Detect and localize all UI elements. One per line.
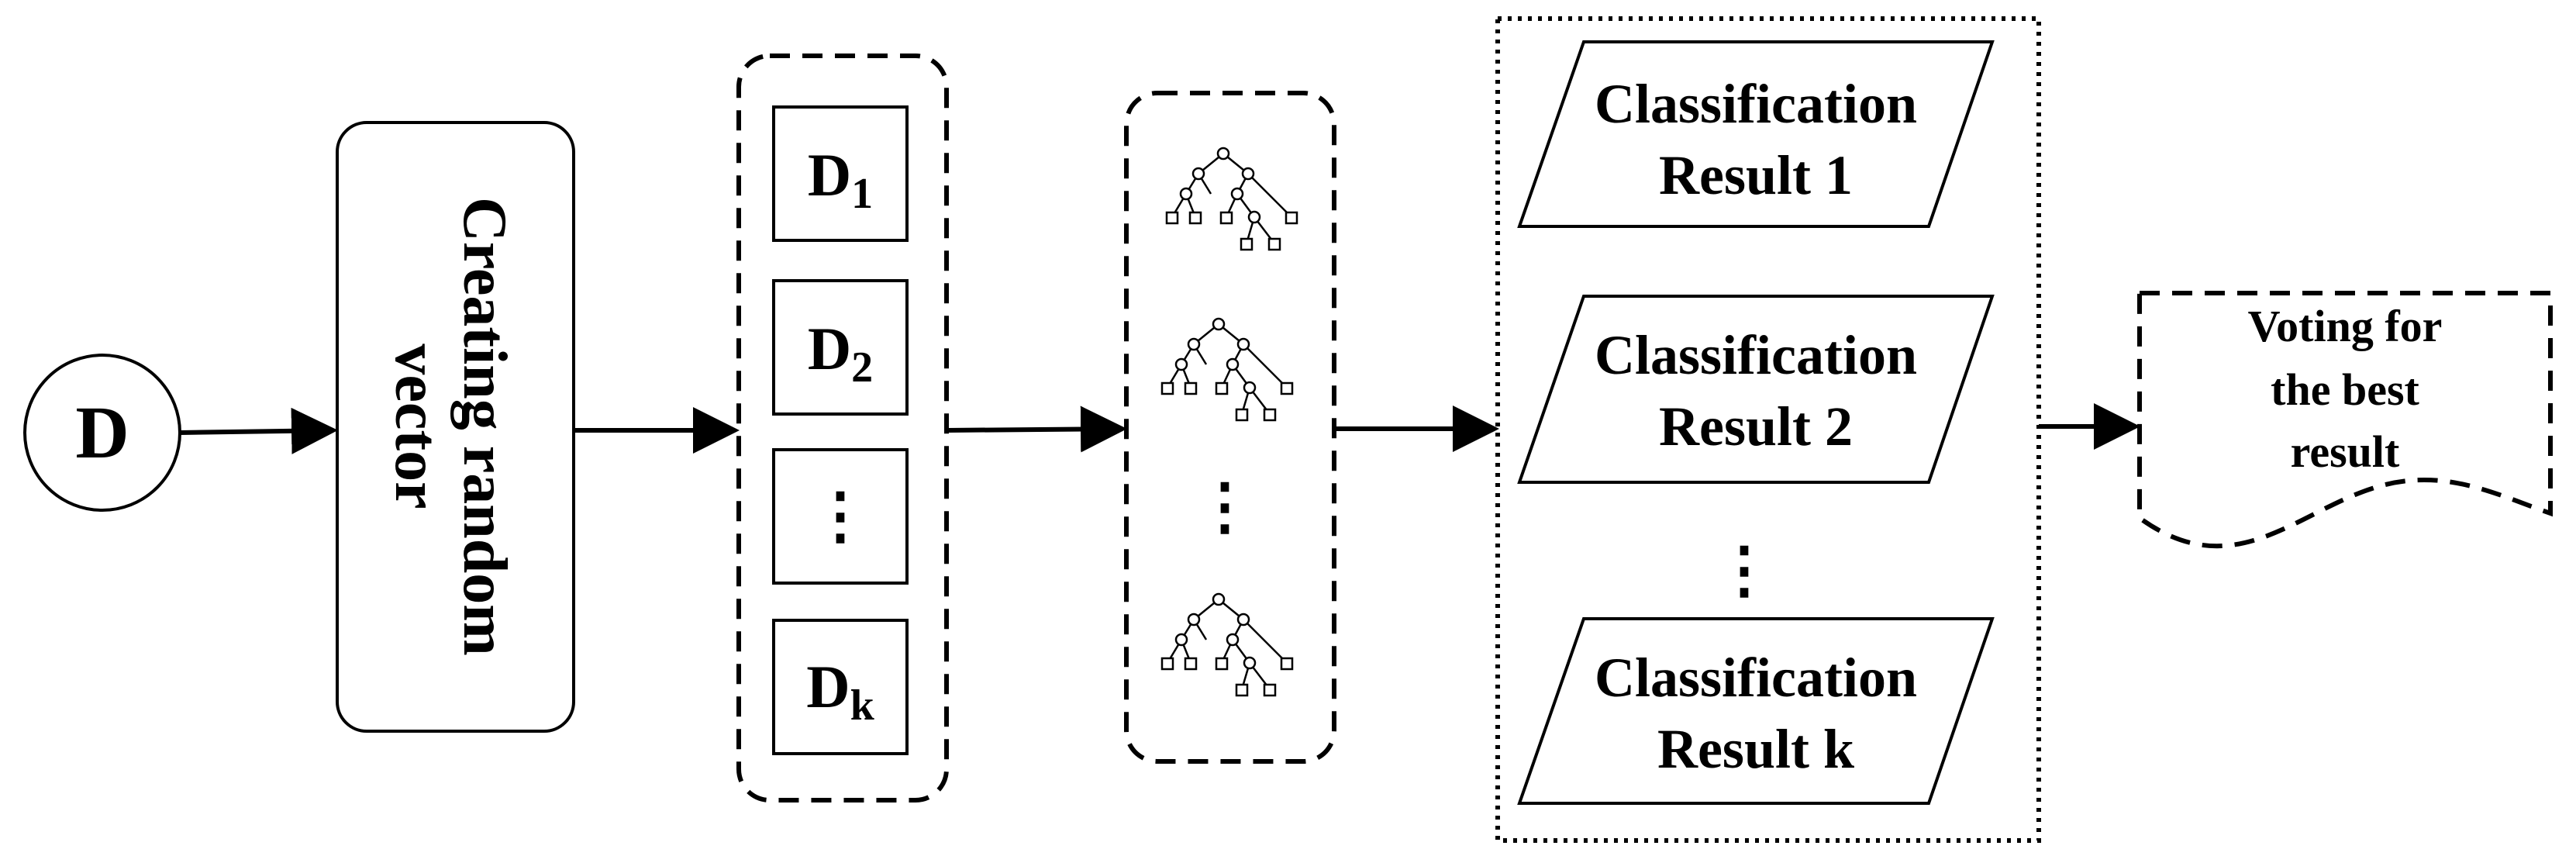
output-line2: the best (2271, 364, 2419, 415)
output-node: Voting for the best result (2137, 291, 2553, 549)
result-2-line1: Classification (1595, 324, 1917, 386)
result-2: Classification Result 2 (1517, 295, 1995, 484)
subset-d1: D1 (772, 105, 909, 242)
subset-d1-label: D1 (808, 141, 873, 218)
input-node: D (23, 354, 181, 512)
input-label: D (75, 391, 129, 474)
tree-icon (1165, 147, 1298, 251)
subset-dk: Dk (772, 619, 909, 755)
result-1-line2: Result 1 (1659, 144, 1853, 206)
result-k-line2: Result k (1657, 718, 1854, 780)
step1-label-line2: vector (382, 343, 450, 509)
arrow-subsets-to-trees (946, 406, 1127, 453)
result-1: Classification Result 1 (1517, 40, 1995, 228)
step1-node: Creating random vector (336, 121, 575, 733)
result-2-line2: Result 2 (1659, 395, 1853, 457)
subset-ellipsis: ⋮ (772, 448, 909, 585)
subset-ellipsis-label: ⋮ (809, 482, 871, 551)
subset-dk-label: Dk (806, 653, 874, 730)
tree-icon (1160, 592, 1294, 697)
arrow-input-to-step1 (179, 407, 338, 454)
results-group: Classification Result 1 Classification R… (1495, 16, 2041, 843)
tree-icon (1160, 317, 1294, 422)
subset-d2-label: D2 (808, 315, 873, 392)
results-ellipsis: ⋮ (1713, 537, 1775, 605)
subsets-group: D1 D2 ⋮ Dk (736, 54, 949, 802)
result-1-line1: Classification (1595, 73, 1917, 135)
trees-ellipsis: ⋮ (1194, 473, 1256, 541)
step1-label-line1: Creating random (450, 197, 519, 656)
result-k: Classification Result k (1517, 617, 1995, 805)
output-line3: result (2291, 426, 2400, 477)
subset-d2: D2 (772, 279, 909, 416)
output-line1: Voting for (2248, 301, 2443, 351)
trees-group: ⋮ (1124, 91, 1336, 764)
result-k-line1: Classification (1595, 647, 1917, 709)
